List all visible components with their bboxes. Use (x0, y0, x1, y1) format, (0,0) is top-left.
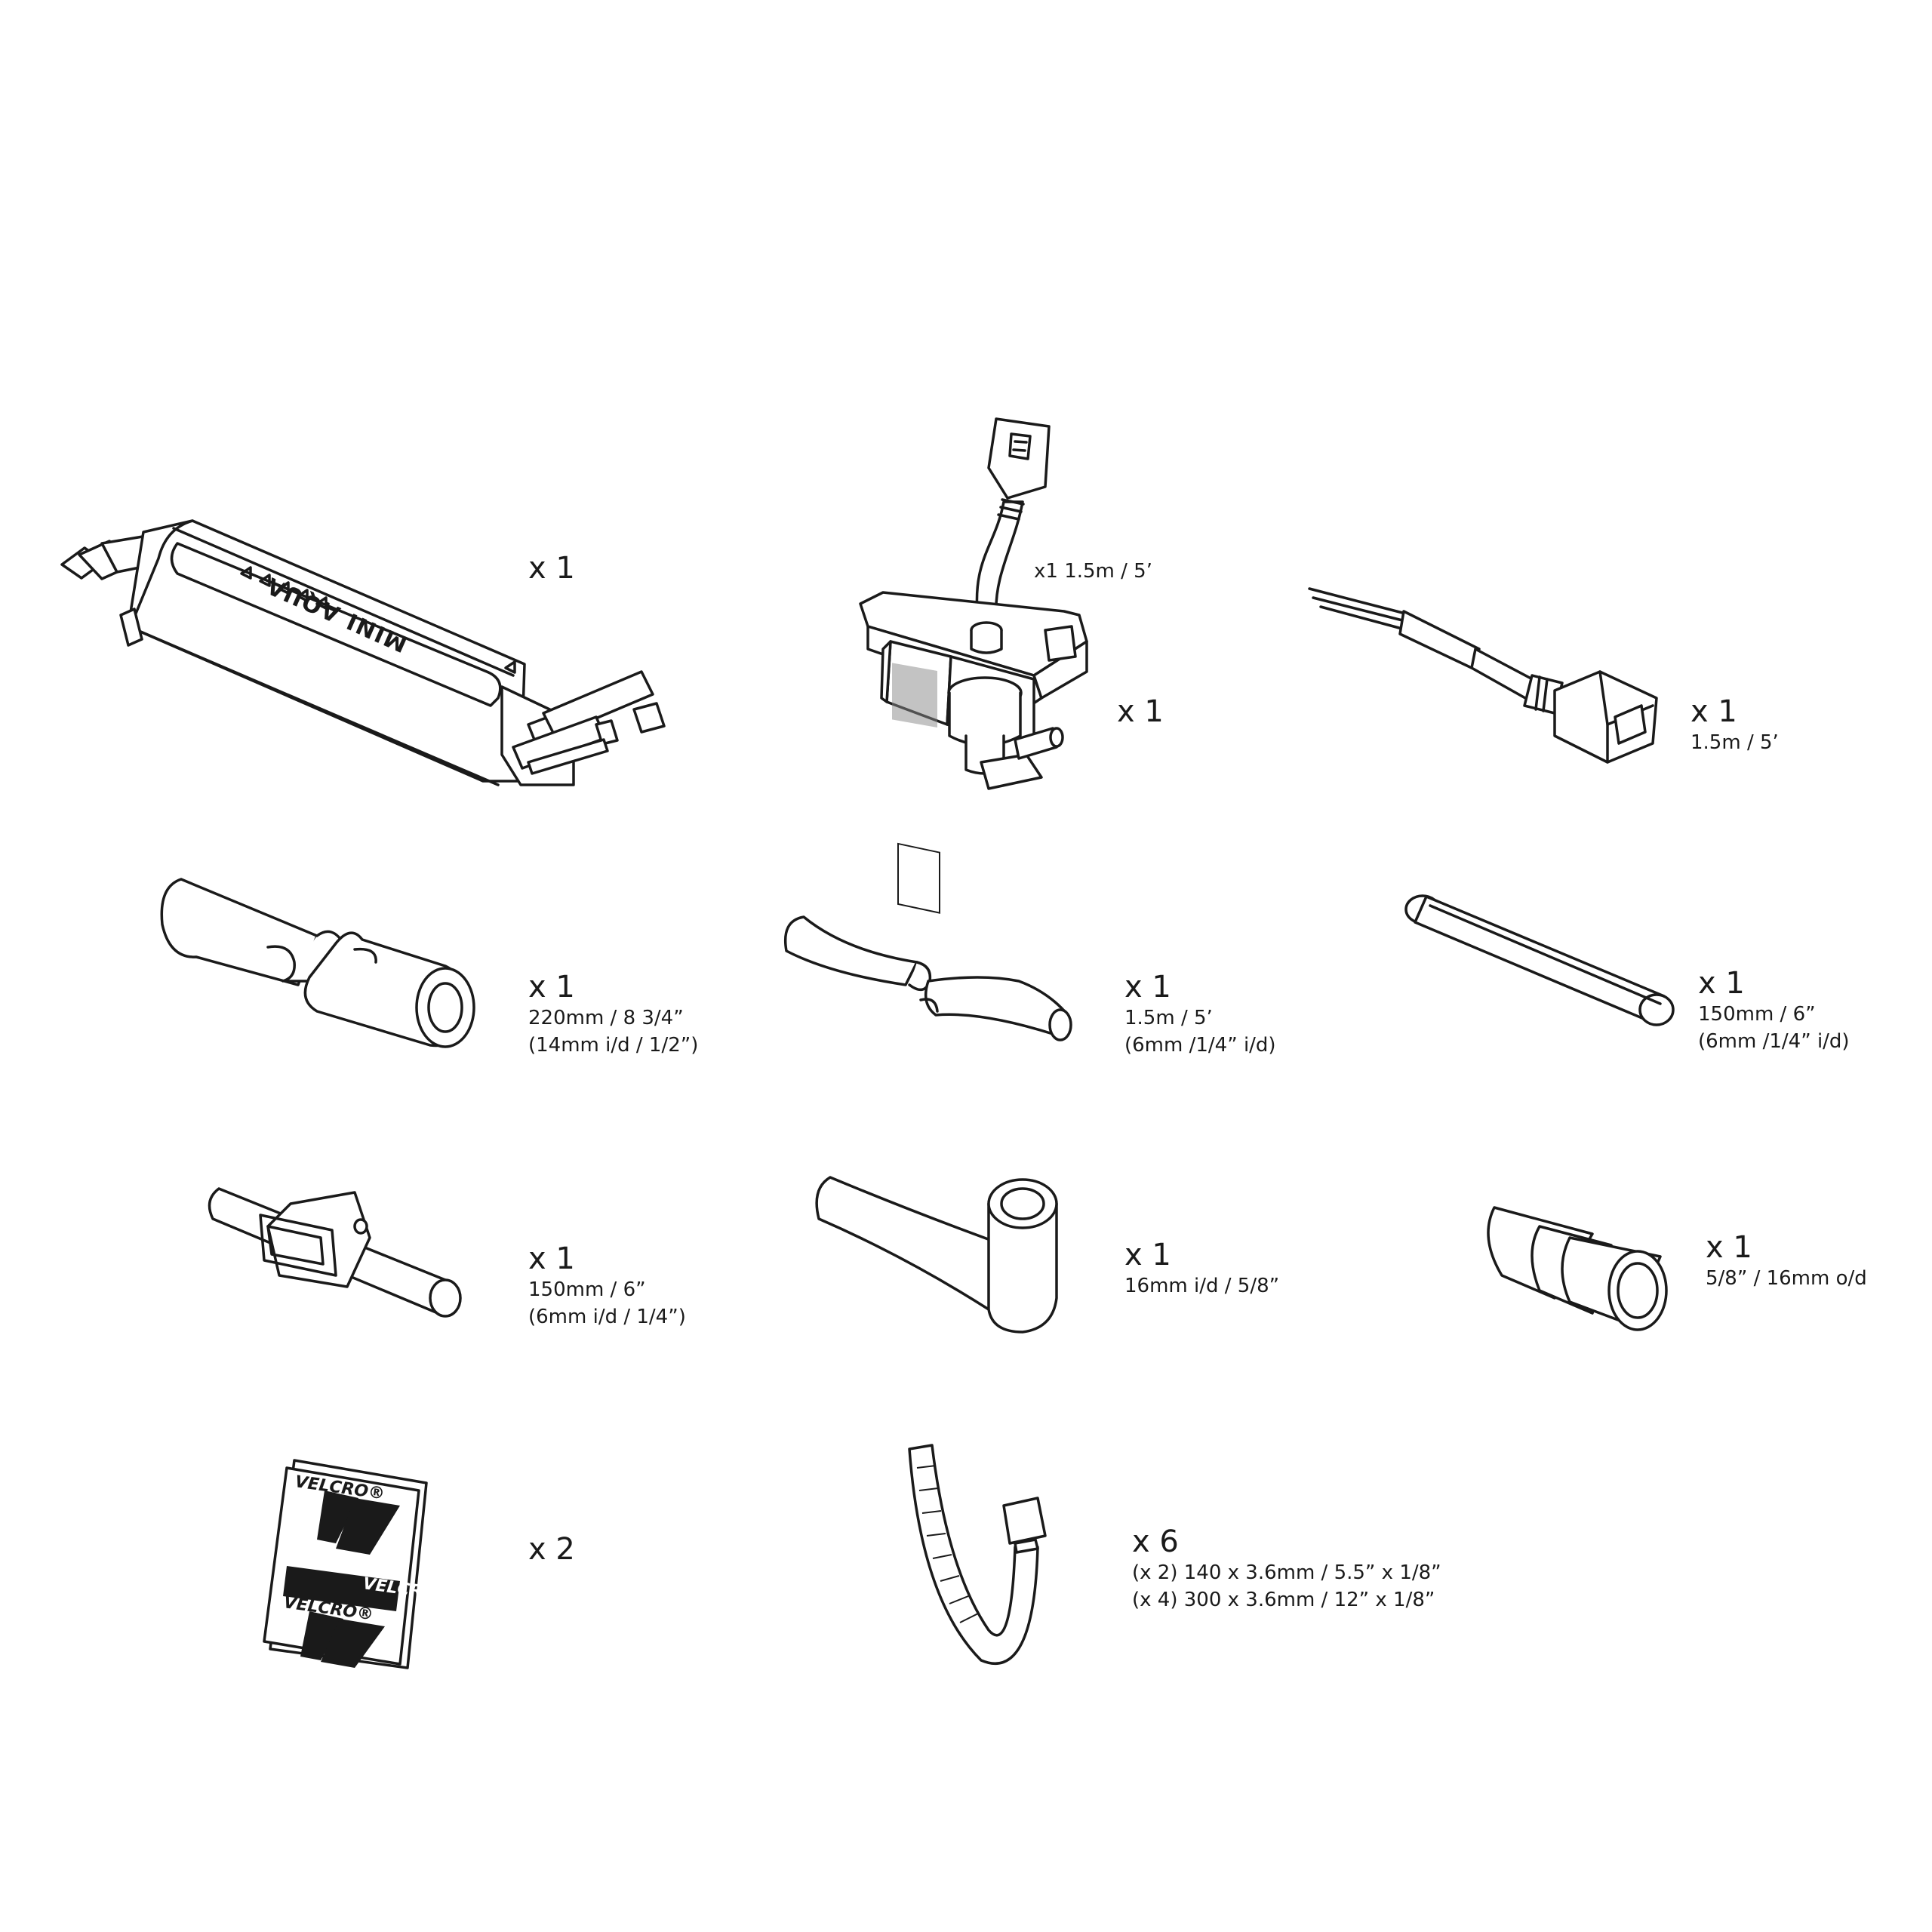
label-power-cable: x 1 1.5m / 5’ (1690, 694, 1779, 756)
dim-tube-with-clip-1: 150mm / 6” (528, 1278, 646, 1301)
qty-elbow: x 1 (1124, 1238, 1171, 1272)
dim-power-cable-1: 1.5m / 5’ (1690, 731, 1779, 754)
power-cable-drawing (1308, 587, 1658, 764)
label-elbow: x 1 16mm i/d / 5/8” (1124, 1238, 1279, 1300)
dim-cable-ties-2: (x 4) 300 x 3.6mm / 12” x 1/8” (1132, 1589, 1435, 1611)
dim-discharge-tube-1: 1.5m / 5’ (1124, 1007, 1213, 1029)
qty-power-cable: x 1 (1690, 694, 1737, 729)
clear-tube-drawing (1404, 894, 1675, 1026)
qty-tube-with-clip: x 1 (528, 1241, 575, 1276)
label-cable-ties: x 6 (x 2) 140 x 3.6mm / 5.5” x 1/8” (x 4… (1132, 1524, 1441, 1614)
qty-cable-ties: x 6 (1132, 1524, 1179, 1559)
coupler-drawing (1487, 1206, 1668, 1331)
qty-coupler: x 1 (1706, 1230, 1752, 1265)
cable-tie-drawing (908, 1444, 1047, 1665)
label-velcro-pads: x 2 (528, 1532, 575, 1567)
velcro-pads-drawing: VELCRO® VELCRO® VELCRO® (263, 1459, 454, 1669)
qty-drain-hose: x 1 (528, 970, 575, 1004)
qty-clear-tube: x 1 (1698, 966, 1745, 1001)
dim-drain-hose-2: (14mm i/d / 1/2”) (528, 1034, 699, 1057)
label-mini-aqua-pump: x 1 (528, 551, 575, 586)
qty-reservoir-cable: x1 1.5m / 5’ (1034, 560, 1152, 583)
mini-aqua-pump-drawing: MINI AQUA (60, 519, 666, 786)
qty-reservoir: x 1 (1117, 694, 1164, 729)
dim-tube-with-clip-2: (6mm i/d / 1/4”) (528, 1306, 686, 1328)
discharge-tube-drawing (783, 915, 1072, 1041)
dim-clear-tube-1: 150mm / 6” (1698, 1003, 1816, 1026)
label-discharge-tube: x 1 1.5m / 5’ (6mm /1/4” i/d) (1124, 970, 1276, 1059)
dim-elbow-1: 16mm i/d / 5/8” (1124, 1275, 1280, 1297)
label-drain-hose: x 1 220mm / 8 3/4” (14mm i/d / 1/2”) (528, 970, 698, 1059)
label-coupler: x 1 5/8” / 16mm o/d (1706, 1230, 1867, 1292)
label-tube-with-clip: x 1 150mm / 6” (6mm i/d / 1/4”) (528, 1241, 686, 1331)
qty-mini-aqua-pump: x 1 (528, 551, 575, 586)
label-clear-tube: x 1 150mm / 6” (6mm /1/4” i/d) (1698, 966, 1850, 1055)
tube-with-clip-drawing (208, 1187, 462, 1318)
elbow-drawing (815, 1176, 1058, 1334)
label-reservoir: x 1 (1117, 694, 1164, 729)
dim-coupler-1: 5/8” / 16mm o/d (1706, 1267, 1867, 1290)
reservoir-mesh (892, 663, 937, 728)
dim-clear-tube-2: (6mm /1/4” i/d) (1698, 1030, 1850, 1053)
reservoir-drawing (859, 417, 1088, 914)
dim-discharge-tube-2: (6mm /1/4” i/d) (1124, 1034, 1276, 1057)
drain-hose-drawing (160, 878, 475, 1048)
dim-drain-hose-1: 220mm / 8 3/4” (528, 1007, 684, 1029)
dim-cable-ties-1: (x 2) 140 x 3.6mm / 5.5” x 1/8” (1132, 1561, 1441, 1584)
qty-velcro-pads: x 2 (528, 1532, 575, 1567)
qty-discharge-tube: x 1 (1124, 970, 1171, 1004)
